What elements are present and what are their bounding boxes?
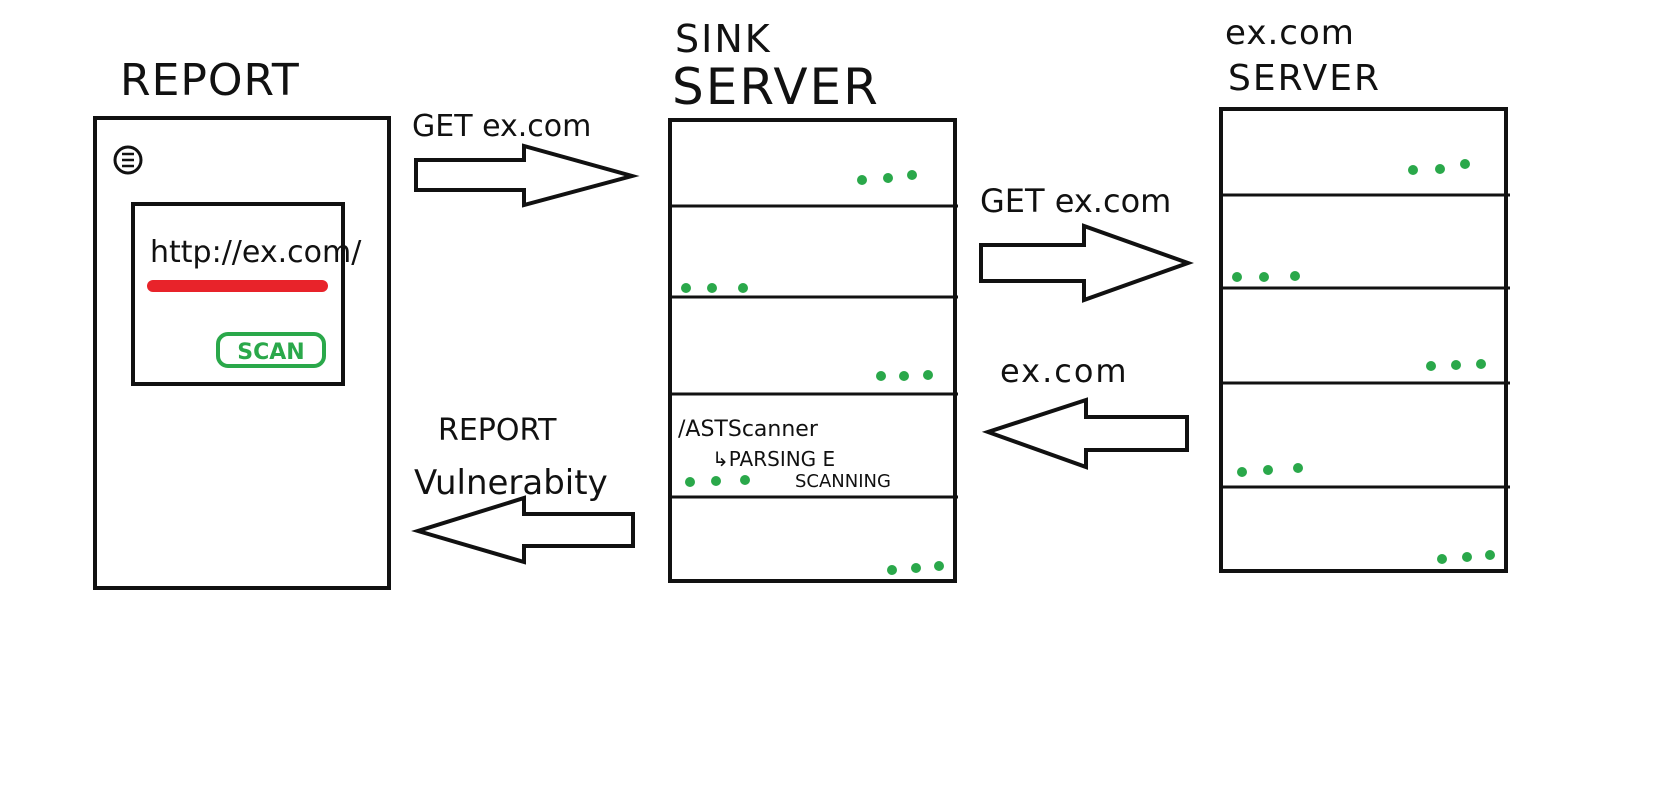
sink-row-4-text-1: /ASTScanner — [678, 417, 819, 442]
sink-row-1-dots — [857, 170, 917, 185]
sink-row-4-dots — [685, 475, 750, 487]
excom-row-3-dots — [1426, 359, 1486, 371]
document-icon — [113, 145, 143, 175]
scan-form — [131, 202, 345, 386]
sink-row-3-dots — [876, 370, 933, 381]
report-title: REPORT — [120, 55, 300, 106]
excom-row-5-dots — [1437, 550, 1495, 564]
scan-button-label: SCAN — [237, 340, 304, 365]
sink-title-line1: SINK — [675, 17, 772, 61]
arrow-report-to-sink — [414, 143, 640, 208]
sink-row-5-dots — [887, 561, 944, 575]
arrow-sink-to-excom — [979, 223, 1194, 303]
excom-title-line2: SERVER — [1228, 58, 1381, 99]
sink-row-4-text-2: ↳PARSING E — [712, 447, 835, 471]
excom-row-2-dots — [1232, 271, 1300, 282]
arrow-sink-to-report — [411, 495, 635, 565]
arrow-excom-to-sink — [981, 397, 1189, 470]
arrow-label-excom-response: ex.com — [1000, 352, 1129, 390]
excom-title-line1: ex.com — [1225, 13, 1355, 53]
excom-row-4-dots — [1237, 463, 1303, 477]
excom-row-1-dots — [1408, 159, 1470, 175]
url-input-value[interactable]: http://ex.com/ — [150, 235, 362, 270]
sink-server-box — [668, 118, 957, 583]
report-panel — [93, 116, 391, 590]
sink-row-4-text-3: SCANNING — [795, 471, 891, 492]
arrow-label-get-excom: GET ex.com — [980, 182, 1171, 220]
scan-button[interactable]: SCAN — [216, 332, 326, 368]
sink-title-line2: SERVER — [672, 58, 880, 116]
arrow-label-vulnerability: Vulnerabity — [414, 463, 608, 503]
arrow-label-get-sink: GET ex.com — [412, 109, 591, 144]
arrow-label-report: REPORT — [438, 413, 557, 448]
sink-row-2-dots — [681, 283, 748, 293]
excom-server-box — [1219, 107, 1508, 573]
